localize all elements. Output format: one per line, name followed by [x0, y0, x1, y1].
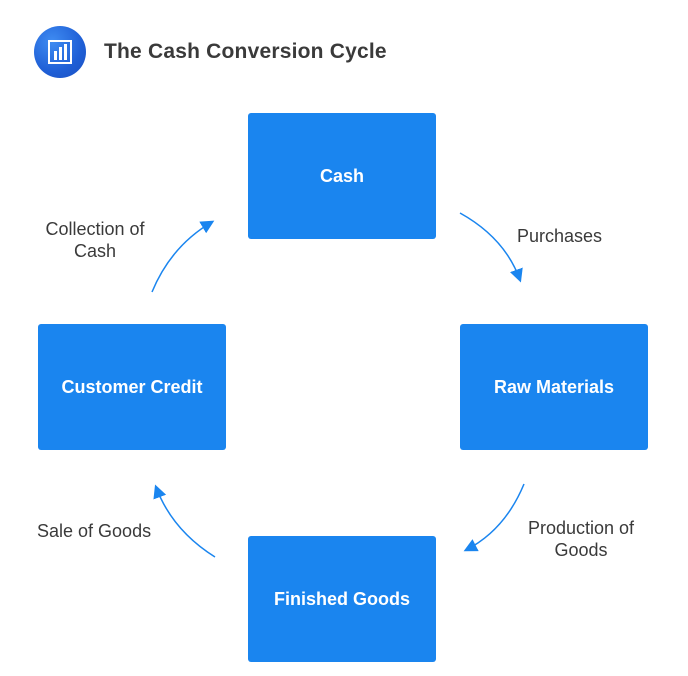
node-cash: Cash [248, 113, 436, 239]
bar-chart-icon [34, 26, 86, 78]
bar-chart-glyph [48, 40, 72, 64]
edge-label-collection-line2: Cash [73, 241, 117, 261]
edge-label-production-line1: Production of [527, 518, 635, 538]
edge-label-purchases: Purchases [517, 226, 603, 246]
arrow-sale [153, 484, 216, 558]
header: The Cash Conversion Cycle [34, 26, 387, 78]
page-title: The Cash Conversion Cycle [104, 40, 387, 63]
node-customer-credit: Customer Credit [38, 324, 226, 450]
edge-label-sale: Sale of Goods [37, 521, 152, 541]
node-raw-materials: Raw Materials [460, 324, 648, 450]
edge-label-production-line2: Goods [554, 540, 608, 560]
edge-label-collection: Collection of Cash [30, 218, 160, 262]
edge-label-production: Production of Goods [513, 517, 649, 561]
edge-label-collection-line1: Collection of [45, 219, 145, 239]
node-finished-goods: Finished Goods [248, 536, 436, 662]
arrow-collection [151, 220, 215, 293]
arrow-purchases [459, 212, 523, 283]
